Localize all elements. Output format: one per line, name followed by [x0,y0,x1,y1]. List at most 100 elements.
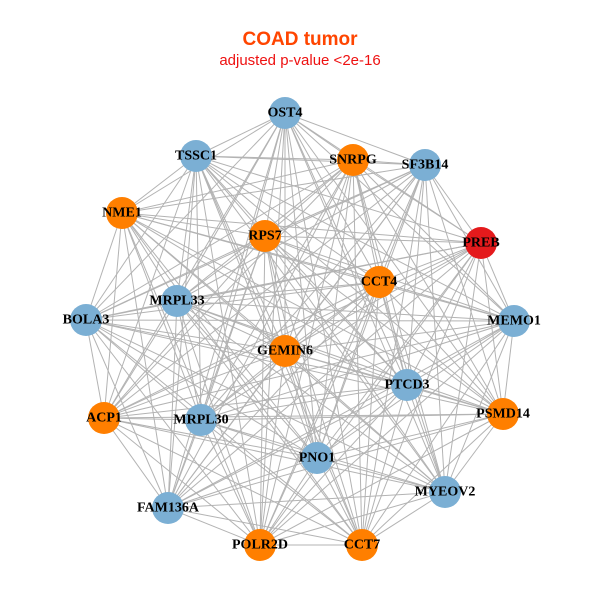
edge-SNRPG-ACP1 [103,159,354,419]
node-circle [409,149,441,181]
node-circle [70,304,102,336]
edge-NME1-FAM136A [121,212,169,509]
edge-MEMO1-GEMIN6 [284,320,515,352]
node-circle [161,285,193,317]
edge-SNRPG-POLR2D [259,159,354,546]
edge-OST4-POLR2D [259,112,286,546]
edge-SNRPG-MYEOV2 [352,159,446,493]
node-circle [337,144,369,176]
node-label: MYEOV2 [415,485,476,500]
edge-BOLA3-PTCD3 [85,319,408,386]
edge-PREB-CCT7 [361,242,482,546]
edge-PREB-MYEOV2 [444,242,482,493]
node-OST4: OST4 [267,97,303,129]
edge-PTCD3-ACP1 [103,384,408,419]
node-circle [498,305,530,337]
node-TSSC1: TSSC1 [175,140,217,172]
edge-OST4-PNO1 [284,112,318,459]
edge-TSSC1-FAM136A [167,155,197,509]
edge-OST4-PSMD14 [284,112,504,415]
edge-NME1-BOLA3 [85,212,123,321]
node-label: PNO1 [299,451,336,466]
edge-SNRPG-PREB [352,159,482,244]
edge-MRPL33-POLR2D [176,300,261,546]
edge-NME1-MEMO1 [121,212,515,322]
edge-GEMIN6-ACP1 [103,350,286,419]
edge-CCT4-PTCD3 [378,281,408,386]
node-PNO1: PNO1 [299,442,336,474]
edge-MRPL33-MYEOV2 [176,300,446,493]
edge-RPS7-MRPL33 [176,235,266,302]
node-ACP1: ACP1 [86,402,122,434]
edge-BOLA3-GEMIN6 [85,319,286,352]
edge-PTCD3-PSMD14 [406,384,504,415]
node-MRPL30: MRPL30 [173,404,229,436]
edge-RPS7-PREB [264,235,482,244]
edge-CCT4-PSMD14 [378,281,504,415]
node-label: OST4 [267,106,302,121]
edge-RPS7-GEMIN6 [264,235,286,352]
edge-PNO1-MYEOV2 [316,457,446,493]
edge-ACP1-PNO1 [103,417,318,459]
node-circle [391,369,423,401]
node-BOLA3: BOLA3 [63,304,110,336]
edge-TSSC1-BOLA3 [85,155,197,321]
node-POLR2D: POLR2D [232,529,288,561]
edge-MRPL33-CCT7 [176,300,363,546]
edge-SF3B14-PSMD14 [424,164,504,415]
edge-GEMIN6-FAM136A [167,350,286,509]
edge-SF3B14-NME1 [121,164,426,214]
node-MYEOV2: MYEOV2 [415,476,476,508]
node-label: TSSC1 [175,149,217,164]
edge-PREB-PSMD14 [480,242,504,415]
node-label: BOLA3 [63,313,110,328]
node-circle [363,266,395,298]
edge-PSMD14-FAM136A [167,413,504,509]
node-label: PREB [462,236,499,251]
edge-PTCD3-PNO1 [316,384,408,459]
edge-CCT4-MEMO1 [378,281,515,322]
edge-PSMD14-POLR2D [259,413,504,546]
edge-NME1-POLR2D [121,212,261,546]
edge-RPS7-BOLA3 [85,235,266,321]
edge-GEMIN6-POLR2D [259,350,286,546]
edge-TSSC1-SF3B14 [195,155,426,166]
edge-RPS7-CCT7 [264,235,363,546]
edge-PSMD14-MYEOV2 [444,413,504,493]
edge-BOLA3-MRPL30 [85,319,202,421]
edge-PNO1-CCT7 [316,457,363,546]
edge-TSSC1-PTCD3 [195,155,408,386]
edge-OST4-ACP1 [103,112,286,419]
edge-NME1-MRPL30 [121,212,202,421]
edge-MRPL30-PSMD14 [200,413,504,421]
edge-MEMO1-FAM136A [167,320,515,509]
edge-SF3B14-PNO1 [316,164,426,459]
edge-CCT4-MRPL33 [176,281,380,302]
node-PTCD3: PTCD3 [384,369,430,401]
node-SF3B14: SF3B14 [402,149,448,181]
node-label: FAM136A [137,501,200,516]
edge-CCT4-CCT7 [361,281,380,546]
edge-TSSC1-CCT4 [195,155,380,283]
edge-PTCD3-FAM136A [167,384,408,509]
edge-SF3B14-CCT7 [361,164,426,546]
edge-MEMO1-POLR2D [259,320,515,546]
edge-MRPL33-MEMO1 [176,300,515,322]
edge-OST4-MEMO1 [284,112,515,322]
node-circle [249,220,281,252]
edge-PSMD14-CCT7 [361,413,504,546]
edge-RPS7-POLR2D [259,235,266,546]
node-PREB: PREB [462,227,500,259]
edge-OST4-RPS7 [264,112,286,237]
node-GEMIN6: GEMIN6 [257,335,313,367]
edge-PTCD3-POLR2D [259,384,408,546]
edge-NME1-PTCD3 [121,212,408,386]
edge-FAM136A-CCT7 [167,507,363,546]
edge-PREB-ACP1 [103,242,482,419]
edge-MRPL30-PNO1 [200,419,318,459]
edge-SNRPG-CCT7 [352,159,363,546]
node-circle [185,404,217,436]
edge-SNRPG-MRPL30 [200,159,354,421]
node-label: MRPL30 [173,413,228,428]
